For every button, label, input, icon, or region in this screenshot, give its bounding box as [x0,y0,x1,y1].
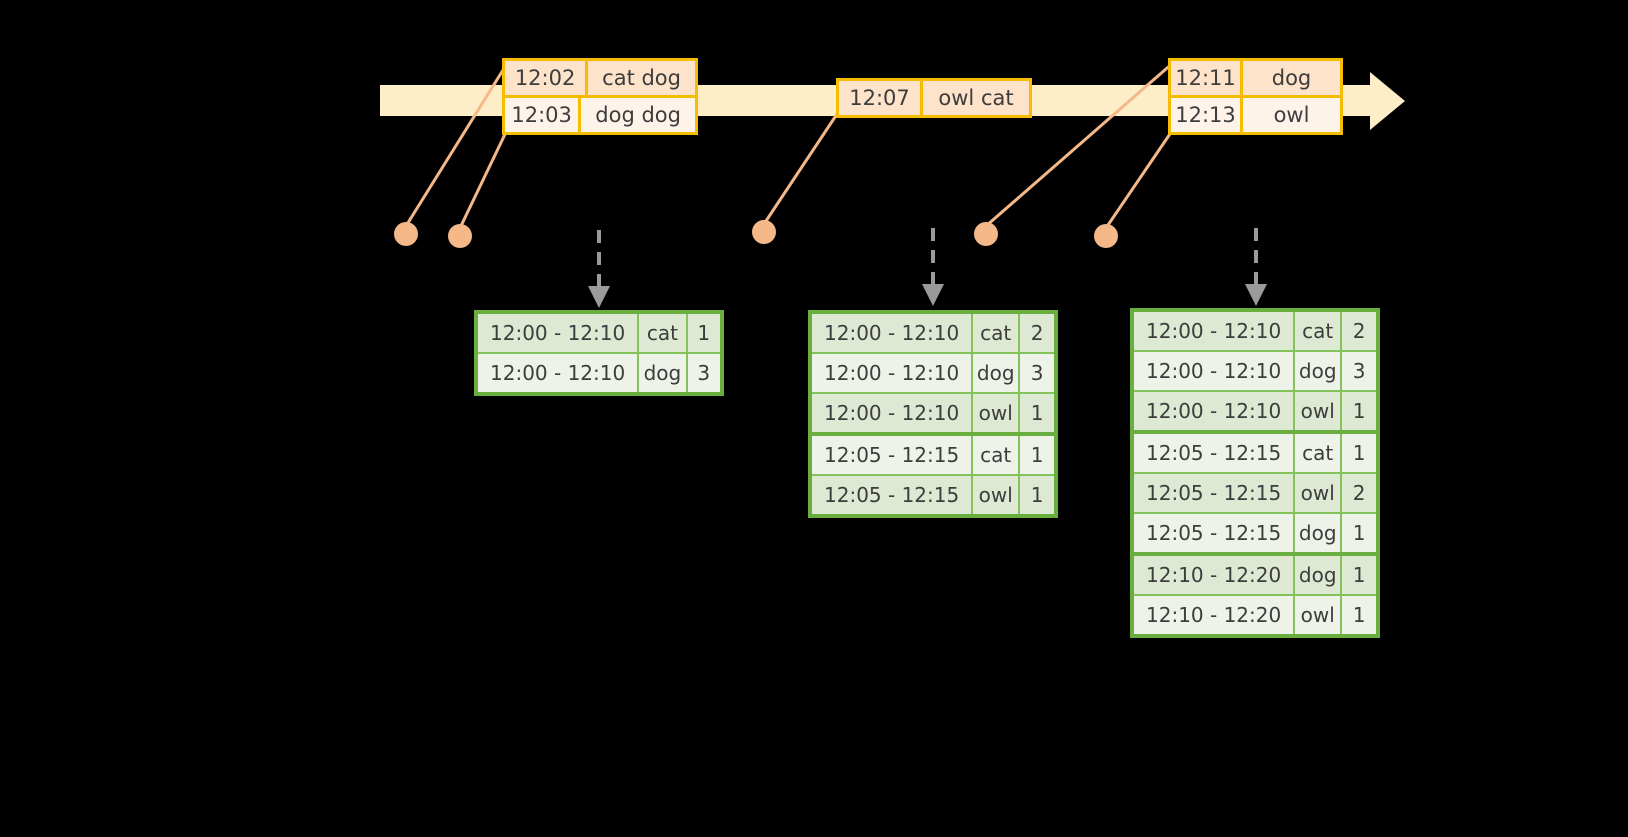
event-time: 12:11 [1171,61,1243,95]
event-time: 12:13 [1171,98,1243,132]
event-time: 12:03 [505,98,582,132]
count-cell: 1 [697,321,711,345]
word-cell: dog [1295,556,1343,594]
connector-dot-5 [1094,224,1118,248]
event-time: 12:02 [505,61,589,95]
event-box-3: 12:11 dog 12:13 owl [1168,58,1343,135]
count-cell: 3 [1030,361,1044,385]
window-cell: 12:00 - 12:10 [1134,312,1296,350]
window-cell: 12:10 - 12:20 [1134,556,1296,594]
window-cell: 12:05 - 12:15 [812,476,974,514]
window-cell: 12:00 - 12:10 [478,314,640,352]
event-words: owl [1273,103,1310,127]
count-cell: 2 [1352,319,1366,343]
window-cell: 12:00 - 12:10 [478,354,640,392]
event-time: 12:07 [839,81,923,115]
count-cell: 1 [1352,521,1366,545]
window-cell: 12:00 - 12:10 [1134,392,1296,430]
count-cell: 3 [697,361,711,385]
count-cell: 2 [1352,481,1366,505]
word-cell: cat [973,436,1021,474]
word-cell: owl [1295,596,1343,634]
word-cell: cat [1295,434,1343,472]
count-cell: 1 [1352,399,1366,423]
word-cell: owl [973,394,1021,432]
event-words: dog dog [595,103,681,127]
event-words: owl cat [938,86,1014,110]
word-cell: owl [973,476,1021,514]
word-cell: dog [639,354,688,392]
count-cell: 1 [1352,603,1366,627]
window-cell: 12:05 - 12:15 [1134,474,1296,512]
connector-dot-3 [752,220,776,244]
count-cell: 2 [1030,321,1044,345]
connector-dot-2 [448,224,472,248]
count-cell: 3 [1352,359,1366,383]
count-cell: 1 [1030,443,1044,467]
window-cell: 12:00 - 12:10 [812,314,974,352]
event-row: 12:13 owl [1171,95,1340,132]
window-cell: 12:05 - 12:15 [812,436,974,474]
count-cell: 1 [1352,563,1366,587]
event-box-1: 12:02 cat dog 12:03 dog dog [502,58,698,135]
count-cell: 1 [1030,483,1044,507]
word-cell: cat [1295,312,1343,350]
timeline-arrow-head [1370,72,1405,130]
word-cell: owl [1295,474,1343,512]
event-row: 12:07 owl cat [839,81,1029,115]
window-cell: 12:00 - 12:10 [812,394,974,432]
event-row: 12:11 dog [1171,61,1340,95]
event-row: 12:03 dog dog [505,95,695,132]
flow-arrow-3 [1245,228,1267,306]
word-cell: cat [639,314,688,352]
word-cell: cat [973,314,1021,352]
flow-arrow-2 [922,228,944,306]
event-box-2: 12:07 owl cat [836,78,1032,118]
word-cell: dog [973,354,1021,392]
word-cell: dog [1295,514,1343,552]
count-cell: 1 [1030,401,1044,425]
event-words: dog [1271,66,1312,90]
flow-arrow-1 [588,230,610,308]
word-cell: owl [1295,392,1343,430]
connector-dot-1 [394,222,418,246]
word-cell: dog [1295,352,1343,390]
window-cell: 12:10 - 12:20 [1134,596,1296,634]
count-cell: 1 [1352,441,1366,465]
window-cell: 12:00 - 12:10 [1134,352,1296,390]
window-cell: 12:05 - 12:15 [1134,434,1296,472]
connector-dot-4 [974,222,998,246]
window-cell: 12:00 - 12:10 [812,354,974,392]
window-cell: 12:05 - 12:15 [1134,514,1296,552]
event-row: 12:02 cat dog [505,61,695,95]
event-words: cat dog [602,66,681,90]
